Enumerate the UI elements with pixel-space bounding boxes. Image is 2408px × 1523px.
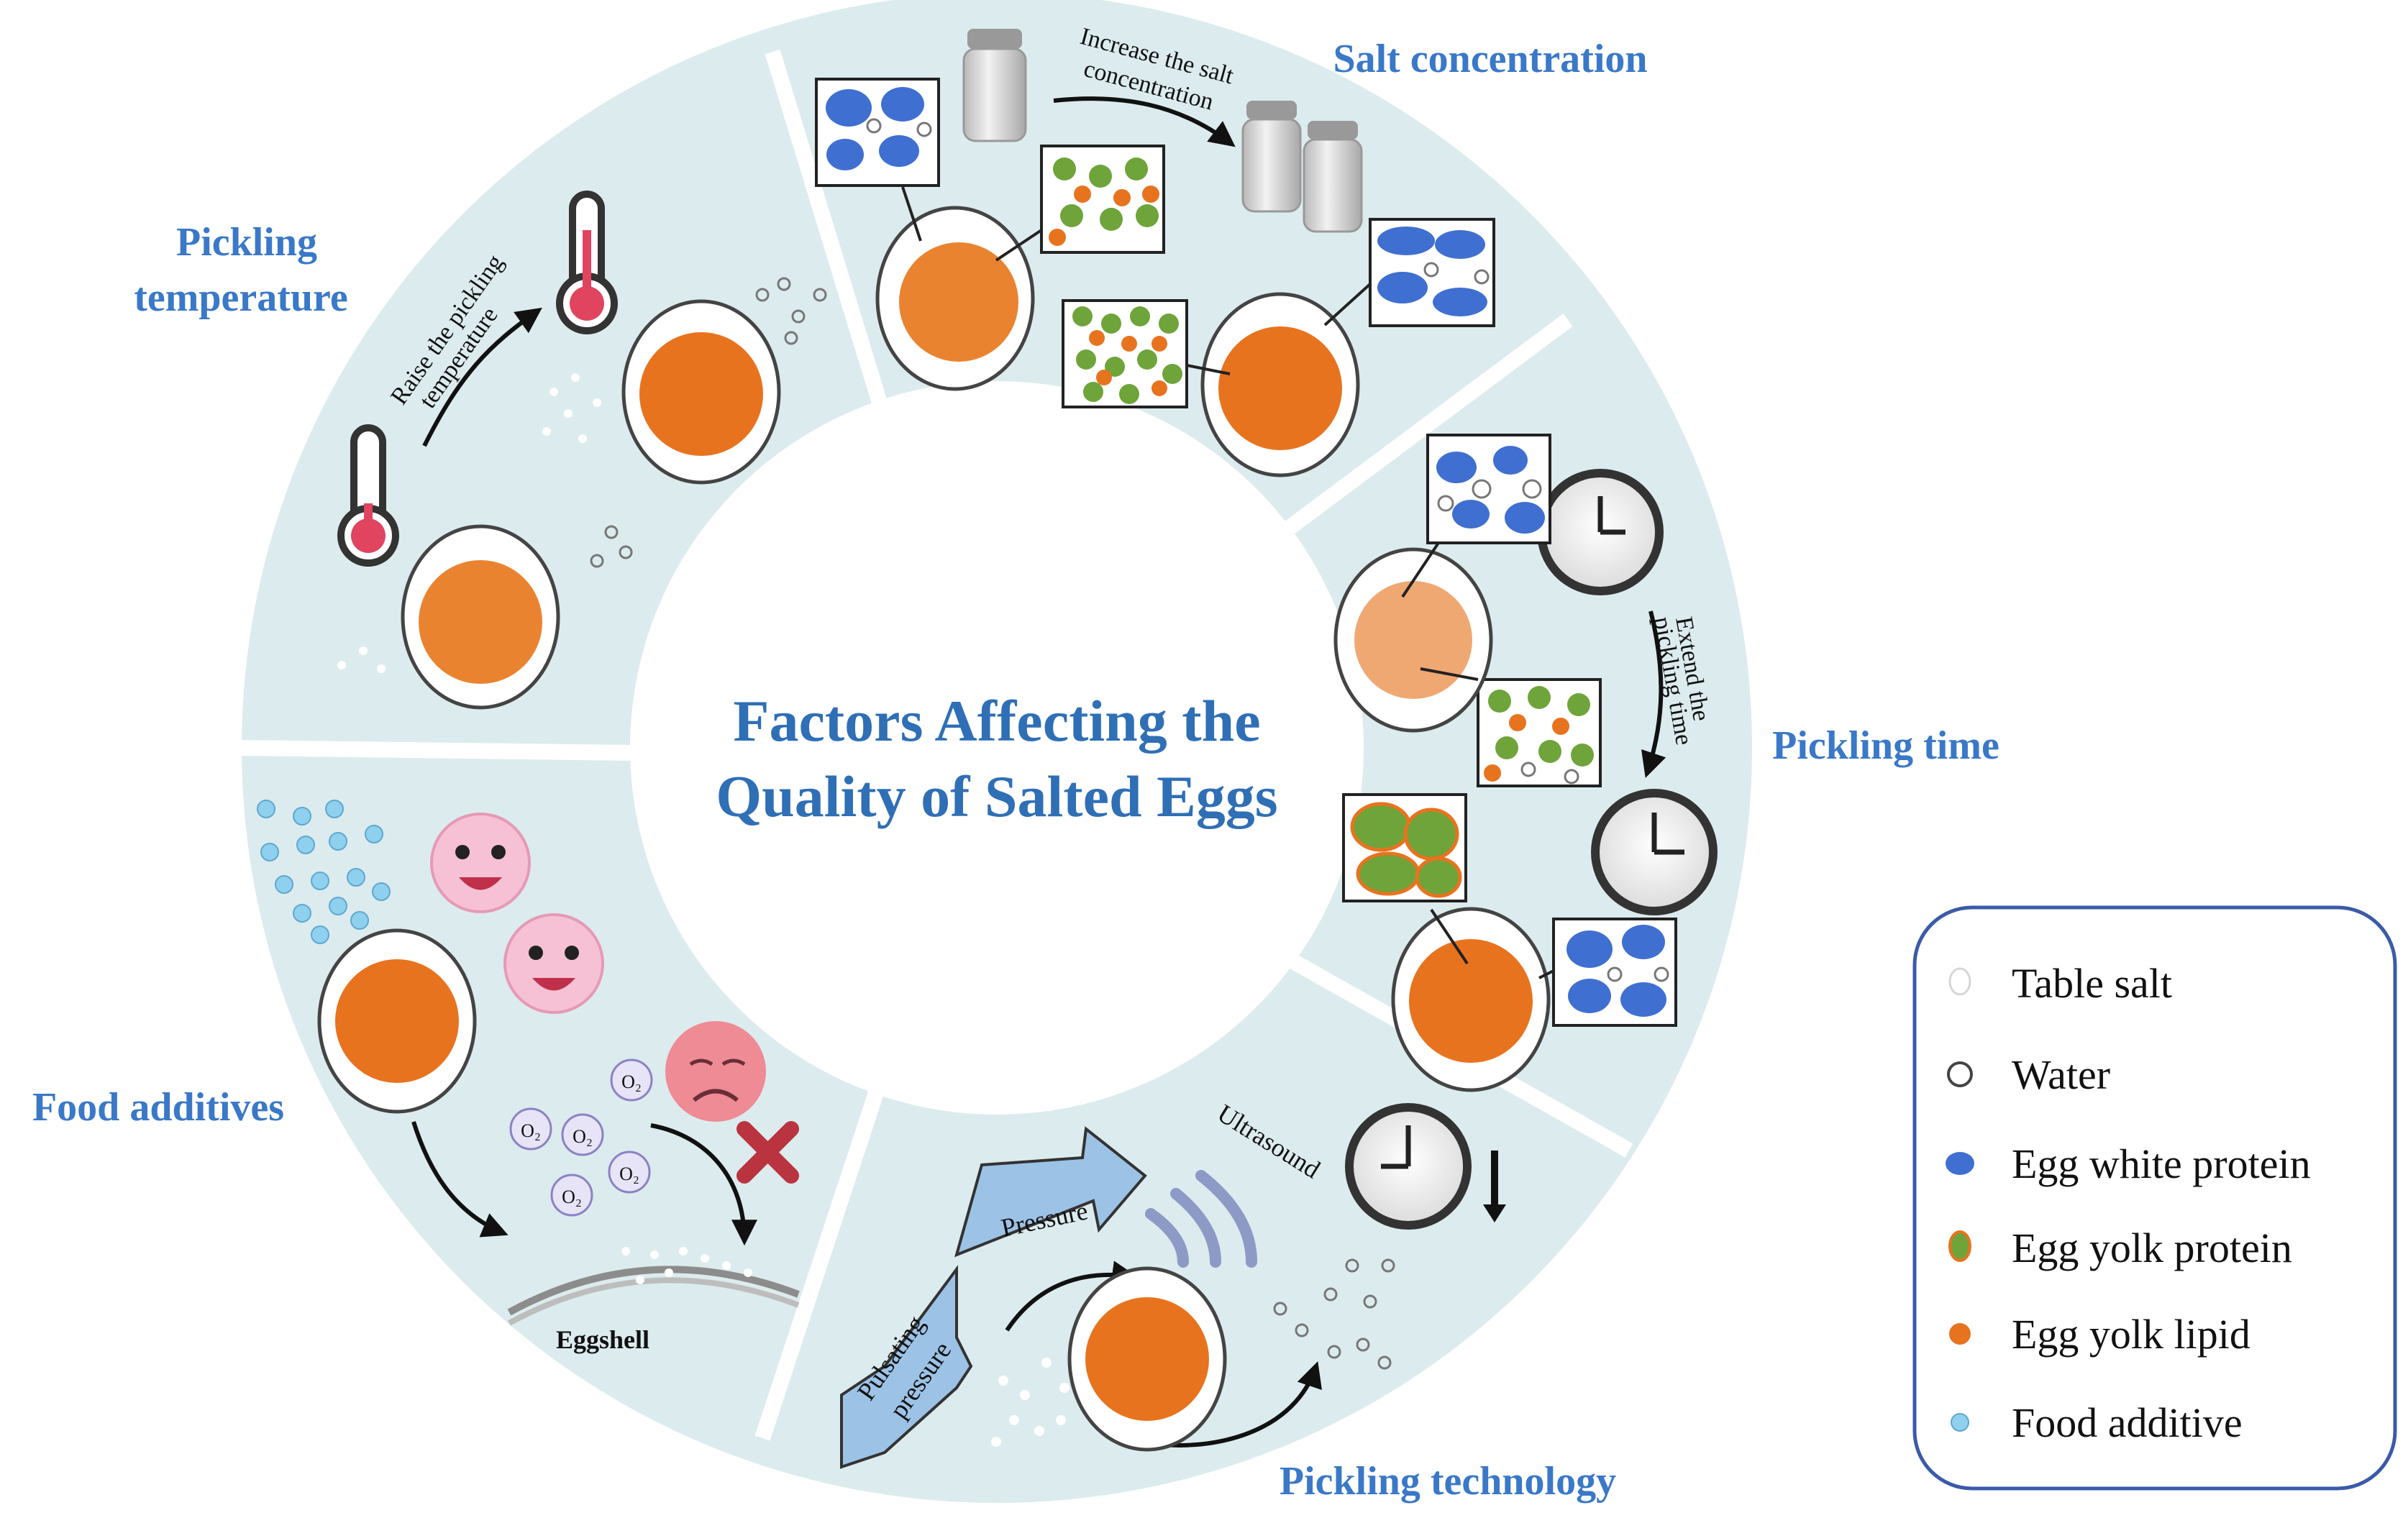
egg-short-time bbox=[1333, 541, 1493, 733]
pickling-technology-sector: Pickling technology Pressure Pulsating p… bbox=[840, 1099, 1616, 1504]
additive-to-shell-arrow bbox=[411, 1121, 508, 1238]
pickling-temperature-title-line-2: temperature bbox=[134, 275, 348, 320]
egg-low-temp bbox=[401, 524, 560, 710]
egg-white-micro-box-high-salt bbox=[1369, 218, 1495, 327]
legend-label-table-salt: Table salt bbox=[2012, 960, 2172, 1007]
pickling-temperature-title-line-1: Pickling bbox=[176, 220, 317, 265]
salt-dots-temperature bbox=[337, 373, 601, 673]
thermometer-high-icon bbox=[556, 191, 618, 334]
legend-box bbox=[1912, 905, 2397, 1491]
cross-icon bbox=[736, 1121, 799, 1184]
clock-short-icon bbox=[1537, 469, 1664, 595]
legend-item-water: Water bbox=[1947, 1051, 2110, 1098]
center-title-line-2: Quality of Salted Eggs bbox=[716, 764, 1277, 829]
food-additive-particles bbox=[257, 800, 391, 944]
eggshell-icon bbox=[507, 1247, 800, 1326]
egg-white-micro-box-short-time bbox=[1426, 434, 1551, 544]
oxygen-blocked-arrow bbox=[650, 1123, 757, 1246]
oxygen-label-1: O₂ bbox=[621, 1071, 642, 1092]
egg-technology bbox=[1067, 1266, 1227, 1452]
salt-concentration-sector: Salt concentration Increase the salt con… bbox=[815, 23, 1648, 477]
salt-concentration-title: Salt concentration bbox=[1333, 37, 1647, 81]
egg-white-micro-box-low-salt bbox=[815, 78, 940, 187]
legend: Table salt Water Egg white protein Egg y… bbox=[1912, 905, 2397, 1491]
food-additive-icon bbox=[1951, 1413, 1969, 1432]
egg-white-micro-box-long-time bbox=[1552, 918, 1677, 1027]
water-dots-temperature bbox=[590, 277, 827, 568]
egg-yolk-micro-box-low-salt bbox=[1040, 145, 1165, 254]
increase-salt-arrow bbox=[1053, 96, 1236, 147]
oxygen-molecules: O₂ O₂ O₂ O₂ O₂ bbox=[509, 1058, 653, 1217]
egg-yolk-micro-box-long-time bbox=[1342, 793, 1467, 902]
raise-temperature-arrow bbox=[422, 307, 542, 447]
legend-label-egg-white-protein: Egg white protein bbox=[2012, 1140, 2311, 1187]
clock-ultrasound-icon bbox=[1345, 1103, 1472, 1230]
egg-high-temp bbox=[621, 299, 781, 485]
salt-shaker-icon bbox=[962, 29, 1027, 142]
legend-label-egg-yolk-lipid: Egg yolk lipid bbox=[2012, 1311, 2250, 1358]
thermometer-low-icon bbox=[337, 424, 399, 567]
time-decrease-arrow-icon bbox=[1483, 1151, 1506, 1222]
egg-white-protein-icon bbox=[1946, 1152, 1974, 1175]
egg-low-salt bbox=[875, 186, 1043, 391]
center-title: Factors Affecting the Quality of Salted … bbox=[716, 688, 1277, 829]
pickling-time-sector: Pickling time Extend the pickling time bbox=[1333, 434, 1999, 1092]
extend-time-arrow bbox=[1641, 610, 1666, 778]
oxygen-label-5: O₂ bbox=[562, 1186, 582, 1207]
legend-label-egg-yolk-protein: Egg yolk protein bbox=[2012, 1225, 2292, 1271]
egg-yolk-protein-icon bbox=[1948, 1230, 1971, 1262]
food-additives-title: Food additives bbox=[32, 1085, 284, 1130]
technology-input-arrow bbox=[1005, 1261, 1139, 1332]
water-icon bbox=[1947, 1061, 1973, 1087]
legend-item-egg-yolk-lipid: Egg yolk lipid bbox=[1949, 1311, 2250, 1358]
legend-item-food-additive: Food additive bbox=[1951, 1399, 2243, 1446]
legend-item-egg-yolk-protein: Egg yolk protein bbox=[1948, 1225, 2292, 1271]
pickling-time-title: Pickling time bbox=[1772, 723, 1999, 768]
oxygen-label-2: O₂ bbox=[521, 1120, 541, 1141]
legend-item-egg-white-protein: Egg white protein bbox=[1946, 1140, 2311, 1187]
oxygen-label-4: O₂ bbox=[619, 1163, 639, 1184]
egg-long-time bbox=[1391, 907, 1554, 1092]
food-additives-sector: Food additives bbox=[32, 800, 800, 1354]
pickling-technology-title: Pickling technology bbox=[1280, 1459, 1616, 1504]
egg-yolk-micro-box-high-salt bbox=[1062, 299, 1188, 408]
happy-additive-icon-2 bbox=[503, 913, 604, 1014]
ultrasound-waves-icon bbox=[1145, 1170, 1257, 1268]
egg-additive bbox=[317, 928, 477, 1114]
happy-additive-icon bbox=[430, 813, 531, 913]
clock-long-icon bbox=[1591, 789, 1718, 915]
salt-shakers-double-icon bbox=[1241, 101, 1363, 233]
egg-yolk-lipid-icon bbox=[1949, 1323, 1971, 1345]
water-dots-technology bbox=[1273, 1258, 1395, 1370]
legend-label-water: Water bbox=[2012, 1051, 2110, 1098]
egg-yolk-micro-box-short-time bbox=[1477, 678, 1602, 787]
sad-face-icon bbox=[665, 1021, 766, 1122]
legend-label-food-additive: Food additive bbox=[2012, 1399, 2243, 1446]
legend-item-table-salt: Table salt bbox=[1948, 960, 2172, 1007]
oxygen-label-3: O₂ bbox=[573, 1126, 593, 1147]
salt-dots-technology bbox=[991, 1358, 1070, 1447]
egg-high-salt bbox=[1186, 283, 1372, 477]
table-salt-icon bbox=[1948, 967, 1971, 996]
eggshell-label: Eggshell bbox=[556, 1325, 649, 1354]
center-title-line-1: Factors Affecting the bbox=[733, 688, 1260, 754]
